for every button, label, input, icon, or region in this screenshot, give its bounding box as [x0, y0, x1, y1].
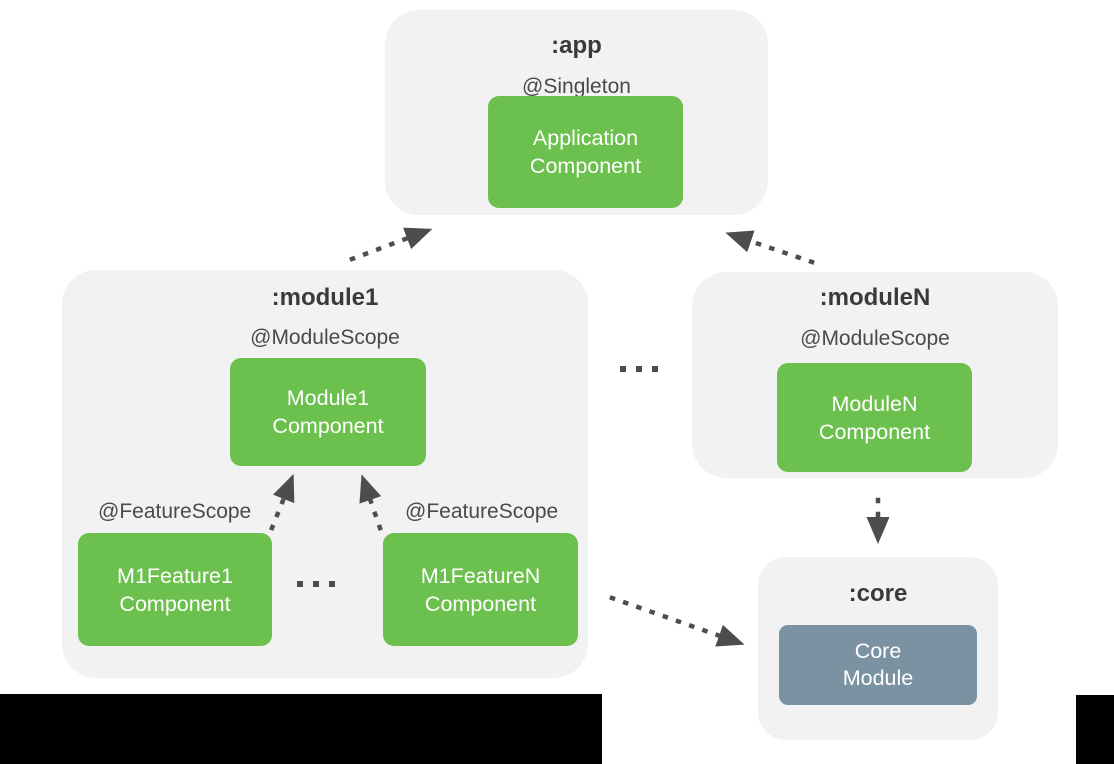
app-title: :app	[551, 32, 602, 59]
ellipsis-dot	[636, 366, 642, 372]
core-module-box: Core Module	[779, 625, 977, 705]
m1feature1-component-box: M1Feature1 Component	[78, 533, 272, 646]
m1feature1-component-label-line2: Component	[119, 591, 231, 616]
moduleN-component-label-line2: Component	[818, 419, 931, 444]
application-component-box: Application Component	[488, 96, 683, 208]
arrow-moduleN-to-app	[725, 230, 815, 265]
ellipsis-dot	[652, 366, 658, 372]
m1feature1-component-label-line1: M1Feature1	[117, 563, 233, 588]
ellipsis-dot	[329, 581, 335, 587]
features-ellipsis-dots	[297, 581, 335, 587]
module1-component-label-line2: Component	[272, 414, 384, 438]
ellipsis-dot	[297, 581, 303, 587]
application-component-label-line1: Application	[532, 126, 639, 150]
m1featureN-component-label-line2: Component	[424, 591, 537, 616]
core-title: :core	[848, 580, 908, 607]
feature1-scope-label: @FeatureScope	[98, 500, 252, 523]
app-container: :app @Singleton Application Component	[385, 10, 768, 215]
core-module-label-line2: Module	[842, 666, 914, 690]
ellipsis-dot	[313, 581, 319, 587]
arrow-module1-to-app	[349, 227, 433, 262]
modules-ellipsis-dots	[620, 366, 658, 372]
module1-component-label-line1: Module1	[286, 386, 370, 410]
black-bar-left	[0, 694, 602, 764]
featureN-scope-label: @FeatureScope	[405, 500, 559, 523]
moduleN-component-label-line1: ModuleN	[831, 391, 918, 416]
black-bar-right	[1076, 695, 1114, 764]
core-module-label-line1: Core	[854, 639, 902, 663]
application-component-label-line2: Component	[529, 154, 642, 178]
module1-container: :module1 @ModuleScope Module1 Component …	[62, 270, 588, 678]
moduleN-container: :moduleN @ModuleScope ModuleN Component	[692, 272, 1058, 478]
module1-title: :module1	[271, 284, 379, 311]
moduleN-scope-label: @ModuleScope	[800, 327, 950, 350]
moduleN-title: :moduleN	[819, 284, 931, 311]
module1-component-box: Module1 Component	[230, 358, 426, 466]
ellipsis-dot	[620, 366, 626, 372]
m1featureN-component-box: M1FeatureN Component	[383, 533, 578, 646]
m1featureN-component-label-line1: M1FeatureN	[420, 563, 541, 588]
moduleN-component-box: ModuleN Component	[777, 363, 972, 472]
app-scope-label: @Singleton	[522, 75, 631, 98]
core-container: :core Core Module	[758, 557, 998, 740]
module1-scope-label: @ModuleScope	[250, 326, 400, 349]
arrow-module1-to-core	[609, 595, 745, 647]
